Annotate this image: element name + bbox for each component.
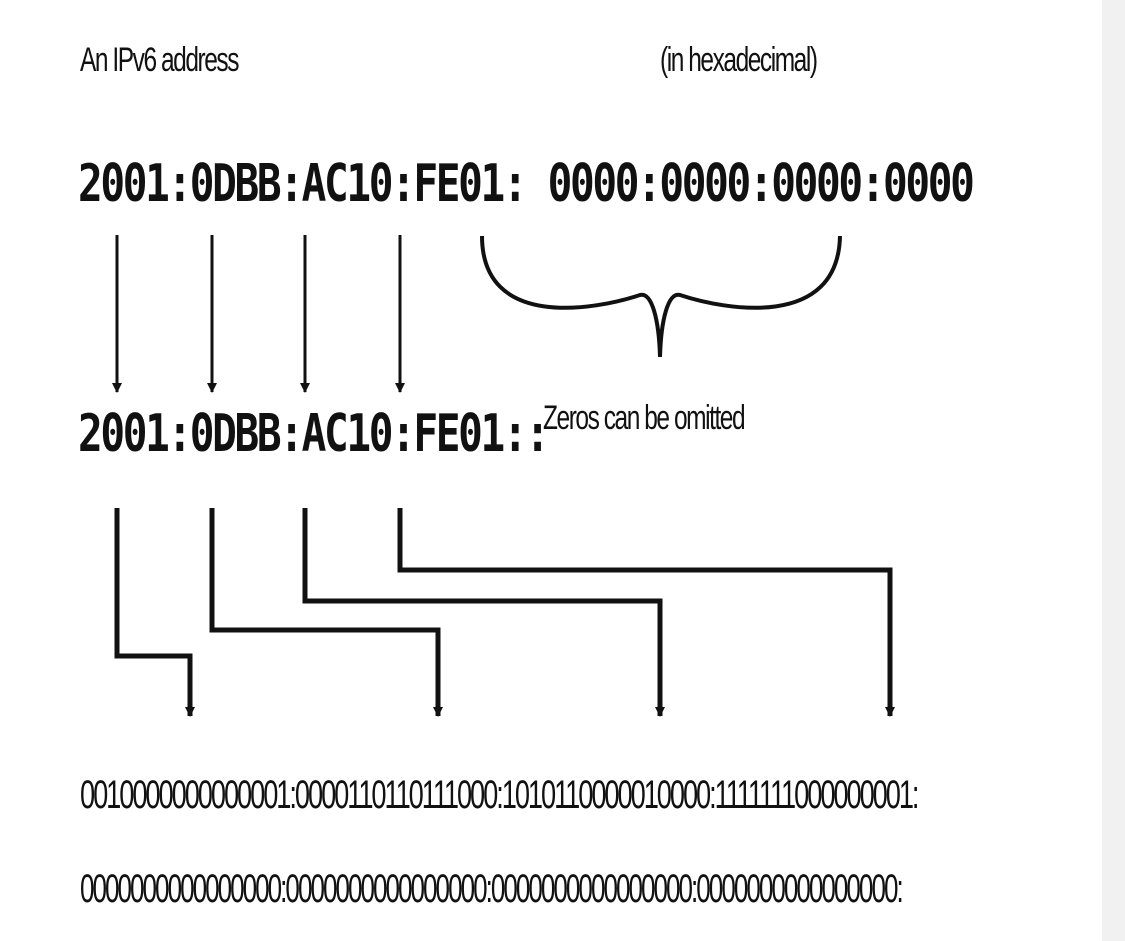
- connector-group-1: [114, 508, 195, 717]
- full-ipv6-address: 2001:0DBB:AC10:FE01: 0000:0000:0000:0000: [78, 154, 975, 214]
- connector-group-3: [302, 508, 665, 717]
- binary-line-1: 0010000000000001:0000110110111000:101011…: [80, 773, 919, 817]
- right-edge-strip: [1102, 0, 1125, 941]
- zeros-curly-brace: [480, 235, 842, 358]
- compressed-ipv6-address: 2001:0DBB:AC10:FE01::: [78, 404, 550, 464]
- diagram-title: An IPv6 address: [80, 41, 239, 79]
- connector-group-4: [397, 508, 895, 717]
- zeros-omitted-label: Zeros can be omitted: [543, 399, 746, 437]
- connector-group-2: [209, 508, 443, 717]
- hexadecimal-note: (in hexadecimal): [660, 41, 818, 79]
- binary-line-2: 0000000000000000:0000000000000000:000000…: [80, 867, 904, 911]
